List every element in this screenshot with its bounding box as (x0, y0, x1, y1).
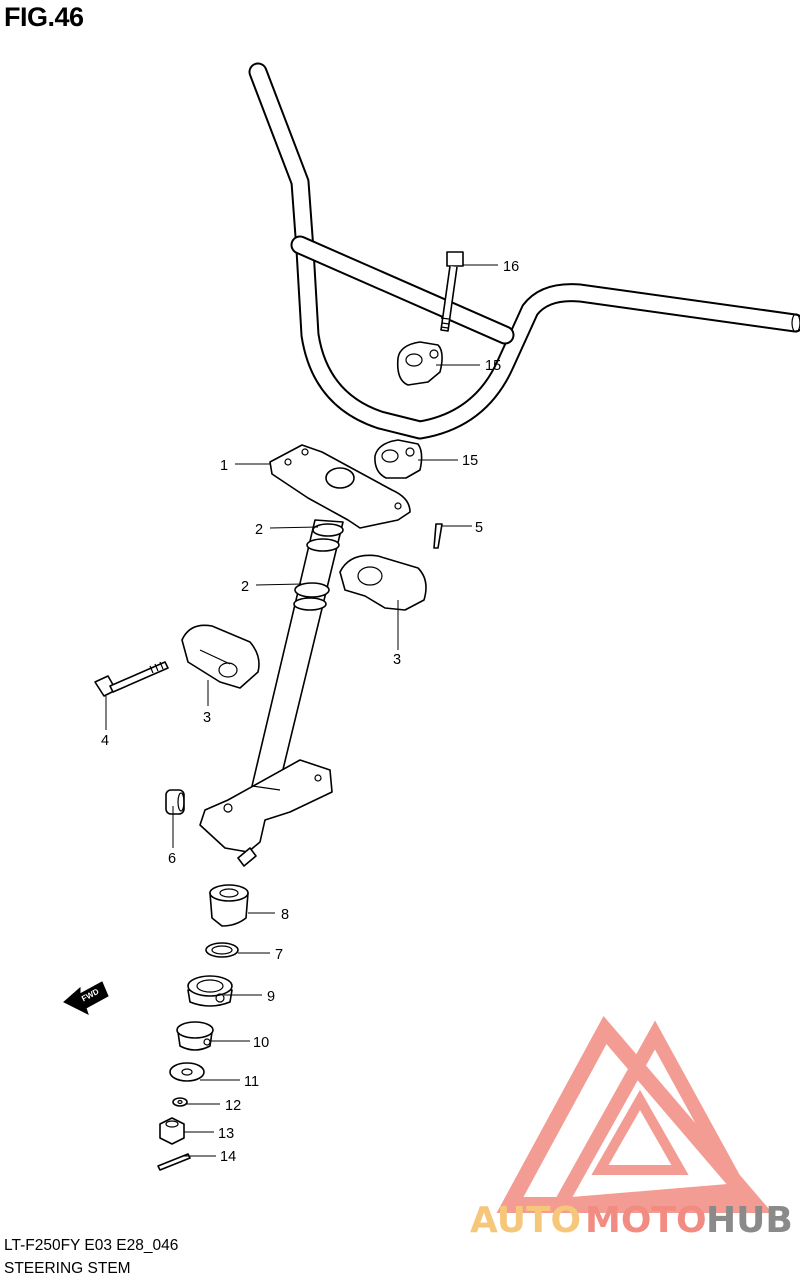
callout-7: 7 (275, 947, 283, 963)
bushing-holder-3-left (181, 624, 260, 689)
watermark-triangle-icon (496, 1015, 773, 1214)
callout-8: 8 (281, 907, 289, 923)
callout-9: 9 (267, 989, 275, 1005)
callout-16: 16 (503, 259, 519, 275)
watermark-moto: MOTO (585, 1200, 707, 1241)
watermark-hub: HUB (706, 1200, 793, 1241)
callout-2-lower: 2 (241, 579, 249, 595)
washer-11 (169, 1062, 205, 1082)
callout-12: 12 (225, 1098, 241, 1114)
fwd-arrow-icon: FWD (63, 981, 109, 1015)
figure-title: FIG.46 (4, 2, 84, 32)
bolt-16 (440, 251, 464, 332)
callout-3-left: 3 (203, 710, 211, 726)
callout-3-right: 3 (393, 652, 401, 668)
callout-1: 1 (220, 458, 228, 474)
handlebar (248, 62, 800, 440)
callout-15-upper: 15 (485, 358, 501, 374)
watermark-auto: AUTO (470, 1200, 581, 1241)
figure-code: LT-F250FY E03 E28_046 (4, 1237, 179, 1254)
leader-lines (105, 264, 498, 1157)
bushing-8 (209, 884, 249, 927)
washer-12 (172, 1097, 188, 1107)
callout-10: 10 (253, 1035, 269, 1051)
callout-2-upper: 2 (255, 522, 263, 538)
watermark-logo: AUTO MOTO HUB (470, 1015, 793, 1241)
handlebar-clamp-lower-15 (374, 439, 423, 479)
seal-7 (205, 942, 239, 958)
cotter-pin-14 (157, 1153, 191, 1171)
stem-lower-bracket (199, 759, 333, 867)
steering-shaft (251, 519, 344, 791)
handlebar-clamp-upper-15 (396, 341, 443, 386)
callout-14: 14 (220, 1149, 236, 1165)
bushing-10 (176, 1021, 214, 1051)
bushing-6 (165, 789, 185, 815)
callout-13: 13 (218, 1126, 234, 1142)
callout-11: 11 (244, 1074, 259, 1090)
figure-name: STEERING STEM (4, 1260, 131, 1277)
bolt-4 (94, 661, 169, 697)
callout-labels: 1 2 2 3 3 4 5 6 7 8 9 10 11 12 13 14 15 … (101, 259, 519, 1165)
nut-13 (159, 1117, 185, 1145)
callout-4: 4 (101, 733, 109, 749)
cotter-pin-5 (433, 523, 443, 549)
bushing-holder-3-right (339, 554, 427, 611)
bushing-9 (187, 975, 233, 1007)
steering-plate-1 (269, 444, 411, 529)
callout-15-lower: 15 (462, 453, 478, 469)
callout-5: 5 (475, 520, 483, 536)
callout-6: 6 (168, 851, 176, 867)
